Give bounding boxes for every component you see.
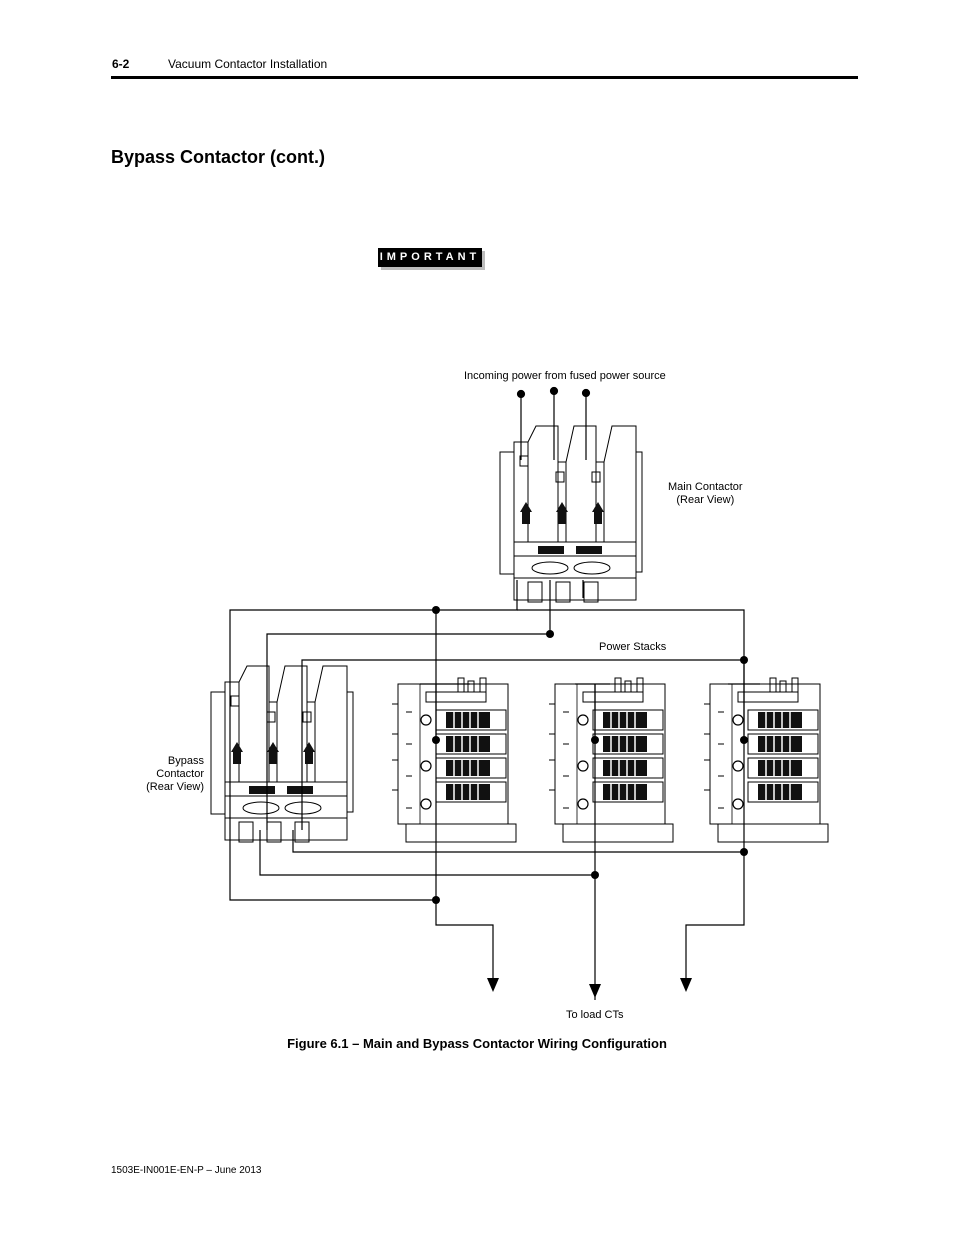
power-stack-3 — [703, 677, 829, 843]
main-contactor-label: Main Contactor (Rear View) — [668, 481, 743, 506]
page-number: 6-2 — [112, 57, 130, 71]
running-title: Vacuum Contactor Installation — [168, 57, 328, 71]
page-footer: 1503E-IN001E-EN-P – June 2013 — [111, 1165, 262, 1176]
power-stack-2 — [548, 677, 674, 843]
figure-caption: Figure 6.1 – Main and Bypass Contactor W… — [287, 1036, 667, 1051]
power-stacks-label: Power Stacks — [599, 641, 667, 653]
bypass-contactor-drawing — [210, 665, 354, 843]
bypass-contactor-label: Bypass Contactor (Rear View) — [146, 755, 204, 793]
load-arrows — [487, 978, 692, 998]
junction-dots — [432, 606, 748, 904]
incoming-power-label: Incoming power from fused power source — [464, 370, 666, 382]
important-badge: IMPORTANT — [378, 248, 482, 267]
page-header: 6-2 Vacuum Contactor Installation — [111, 56, 858, 79]
section-title: Bypass Contactor (cont.) — [111, 147, 326, 167]
power-stack-1 — [391, 677, 517, 843]
load-cts-label: To load CTs — [566, 1009, 624, 1021]
incoming-leads — [516, 386, 591, 460]
